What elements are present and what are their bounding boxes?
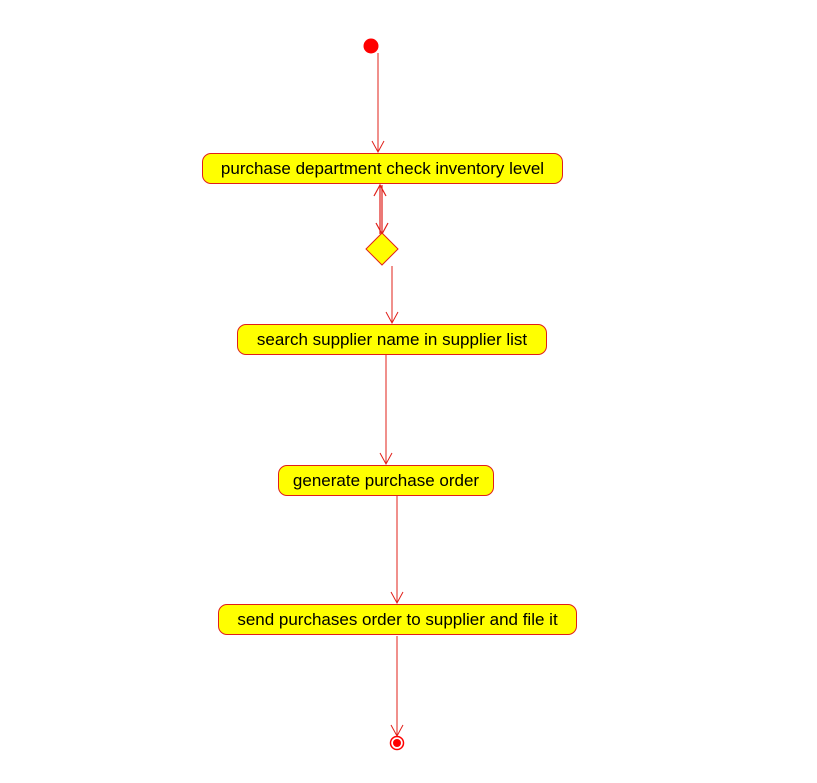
edge-search-supplier-to-generate-po	[379, 355, 393, 466]
edge-decision-to-check-inventory	[373, 183, 387, 234]
edge-start-to-check-inventory	[371, 53, 385, 154]
edge-send-po-to-end	[390, 636, 404, 738]
final-node[interactable]	[389, 735, 405, 751]
action-check-inventory-level[interactable]: purchase department check inventory leve…	[202, 153, 563, 184]
edge-check-inventory-to-decision	[375, 185, 389, 236]
decision-node[interactable]	[365, 232, 399, 266]
action-send-purchase-order[interactable]: send purchases order to supplier and fil…	[218, 604, 577, 635]
action-generate-purchase-order[interactable]: generate purchase order	[278, 465, 494, 496]
initial-node[interactable]	[363, 38, 379, 54]
action-search-supplier-name[interactable]: search supplier name in supplier list	[237, 324, 547, 355]
edge-generate-po-to-send-po	[390, 496, 404, 605]
edge-decision-to-search-supplier	[385, 266, 399, 325]
